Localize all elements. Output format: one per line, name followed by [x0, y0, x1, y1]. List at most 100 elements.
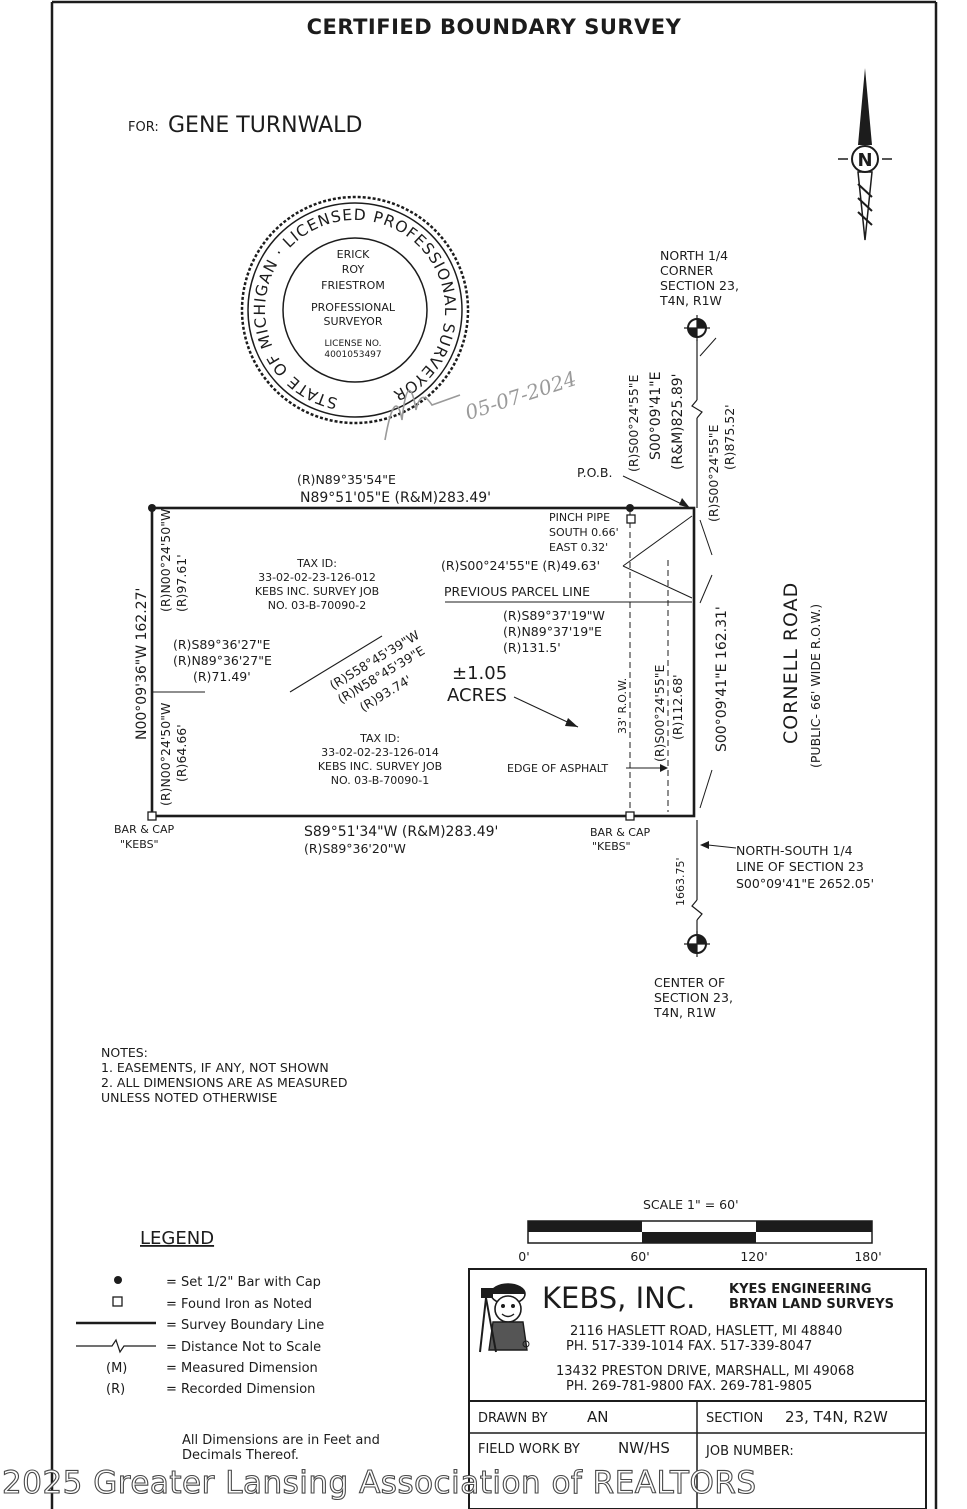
tax-north-line-4: NO. 03-B-70090-2 [268, 599, 366, 612]
south-recorded-bearing: (R)S89°36'20"W [304, 841, 406, 856]
address-1-line-1: 2116 HASLETT ROAD, HASLETT, MI 48840 [570, 1324, 842, 1339]
north-measured-bearing: N89°51'05"E (R&M)283.49' [300, 490, 491, 506]
west-partial-bearing-1: (R)S89°36'27"E [173, 637, 271, 652]
north-recorded-bearing: (R)N89°35'54"E [297, 472, 396, 487]
legend-footer-1: All Dimensions are in Feet and [182, 1433, 380, 1448]
bar-cap-sw-icon [147, 811, 157, 821]
bar-cap-right-1: BAR & CAP [590, 826, 650, 839]
legend-item-6: = Recorded Dimension [166, 1382, 315, 1397]
prev-bearing-1: (R)S89°37'19"W [503, 608, 605, 623]
notes-heading: NOTES: [101, 1045, 148, 1060]
legend-symbol-r: (R) [106, 1382, 125, 1397]
north-corner-monument-icon [684, 315, 710, 341]
center-distance: 1663.75' [674, 857, 687, 906]
west-partial-bearing-2: (R)N89°36'27"E [173, 653, 272, 668]
north-label: N [857, 150, 872, 171]
job-number-label: JOB NUMBER: [705, 1444, 794, 1459]
address-2-line-2: PH. 269-781-9800 FAX. 269-781-9805 [566, 1379, 812, 1394]
section-break-upper-icon [691, 399, 703, 419]
section2-distance: (R)875.52' [722, 404, 737, 470]
tax-south-line-4: NO. 03-B-70090-1 [331, 774, 429, 787]
tax-north-line-2: 33-02-02-23-126-012 [258, 571, 376, 584]
surveyor-seal: STATE OF MICHIGAN · LICENSED PROFESSIONA… [240, 195, 470, 425]
watermark-text: 2025 Greater Lansing Association of REAL… [2, 1465, 757, 1501]
pipe-leader-2 [622, 565, 693, 599]
legend-dot-icon [114, 1276, 122, 1284]
surveyor-logo-icon [479, 1283, 530, 1353]
drawn-by-label: DRAWN BY [478, 1411, 548, 1426]
prev-bearing-2: (R)N89°37'19"E [503, 624, 602, 639]
scale-tick-0: 0' [518, 1249, 529, 1264]
legend-square-icon [112, 1296, 123, 1307]
pob-leader [622, 475, 691, 509]
row-33-label: 33' R.O.W. [616, 678, 629, 734]
pob-label: P.O.B. [577, 465, 612, 480]
center-corner-label-3: T4N, R1W [653, 1005, 716, 1020]
north-arrow-icon: N [838, 68, 892, 241]
section-value: 23, T4N, R2W [785, 1408, 888, 1426]
legend-item-1: = Set 1/2" Bar with Cap [166, 1275, 321, 1290]
bar-cap-right-2: "KEBS" [592, 840, 631, 853]
road-description: (PUBLIC- 66' WIDE R.O.W.) [808, 604, 823, 768]
note-3: UNLESS NOTED OTHERWISE [101, 1090, 277, 1105]
west-partial-distance: (R)71.49' [193, 669, 251, 684]
pob-arrow-icon [679, 498, 690, 508]
client-label: FOR: [128, 120, 159, 135]
center-corner-monument-icon [684, 931, 710, 957]
seal-name-3: FRIESTROM [321, 279, 385, 292]
legend-symbol-m: (M) [106, 1361, 127, 1376]
bar-cap-left-1: BAR & CAP [114, 823, 174, 836]
company-name: KEBS, INC. [542, 1281, 695, 1315]
acres-arrow-icon [565, 718, 578, 727]
address-1-line-2: PH. 517-339-1014 FAX. 517-339-8047 [566, 1339, 812, 1354]
east-dim-leader-top [699, 574, 713, 604]
note-1: 1. EASEMENTS, IF ANY, NOT SHOWN [101, 1060, 329, 1075]
drawn-by-value: AN [587, 1408, 608, 1426]
corner-leader [699, 337, 717, 357]
edge-asphalt-label: EDGE OF ASPHALT [507, 762, 608, 775]
scale-bar [527, 1220, 873, 1244]
company-sub-2: BRYAN LAND SURVEYS [729, 1297, 894, 1312]
legend-item-3: = Survey Boundary Line [166, 1318, 324, 1333]
seal-name-2: ROY [342, 263, 365, 276]
west-measured-bearing: N00°09'36"W 162.27' [134, 588, 150, 740]
south-measured-bearing: S89°51'34"W (R&M)283.49' [304, 824, 498, 840]
signature-scribble [384, 389, 461, 441]
west-upper-bearing: (R)N00°24'50"W [158, 509, 173, 612]
legend-break-icon [76, 1338, 156, 1354]
section-distance: (R&M)825.89' [670, 374, 686, 470]
west-upper-distance: (R)97.61' [174, 554, 189, 612]
north-corner-label-3: SECTION 23, [660, 278, 739, 293]
seal-title-1: PROFESSIONAL [311, 301, 396, 314]
ns-leader [707, 844, 737, 849]
seal-license-label: LICENSE NO. [325, 339, 382, 349]
note-2: 2. ALL DIMENSIONS ARE AS MEASURED [101, 1075, 348, 1090]
section-label: SECTION [706, 1411, 763, 1426]
tax-south-line-1: TAX ID: [359, 732, 400, 745]
prev-line-diag [289, 635, 383, 693]
set-bar-n-icon [626, 504, 634, 512]
east-measured-bearing: S00°09'41"E 162.31' [714, 606, 730, 752]
scale-tick-120: 120' [740, 1249, 767, 1264]
east-partial-bearing: (R)S00°24'55"E (R)49.63' [441, 558, 600, 573]
legend-footer-2: Decimals Thereof. [182, 1448, 299, 1463]
section2-recorded-bearing: (R)S00°24'55"E [706, 424, 721, 522]
ns-line-label-2: LINE OF SECTION 23 [736, 859, 864, 874]
section-recorded-bearing: (R)S00°24'55"E [626, 374, 641, 472]
ns-arrow-icon [700, 841, 709, 849]
title-block [468, 1268, 927, 1509]
scale-tick-180: 180' [854, 1249, 881, 1264]
company-sub-1: KYES ENGINEERING [729, 1282, 872, 1297]
seal-title-2: SURVEYOR [324, 315, 383, 328]
field-work-label: FIELD WORK BY [478, 1442, 580, 1457]
page-title: CERTIFIED BOUNDARY SURVEY [307, 15, 682, 39]
section-break-lower-icon [691, 899, 703, 921]
center-corner-label-1: CENTER OF [654, 975, 725, 990]
section-measured-bearing: S00°09'41"E [648, 372, 664, 460]
west-lower-distance: (R)64.66' [174, 724, 189, 782]
pinch-pipe-label-2: SOUTH 0.66' [549, 526, 619, 539]
pinch-pipe-icon [626, 514, 636, 524]
asphalt-arrow-icon [660, 764, 668, 772]
tax-north-line-3: KEBS INC. SURVEY JOB [255, 585, 379, 598]
